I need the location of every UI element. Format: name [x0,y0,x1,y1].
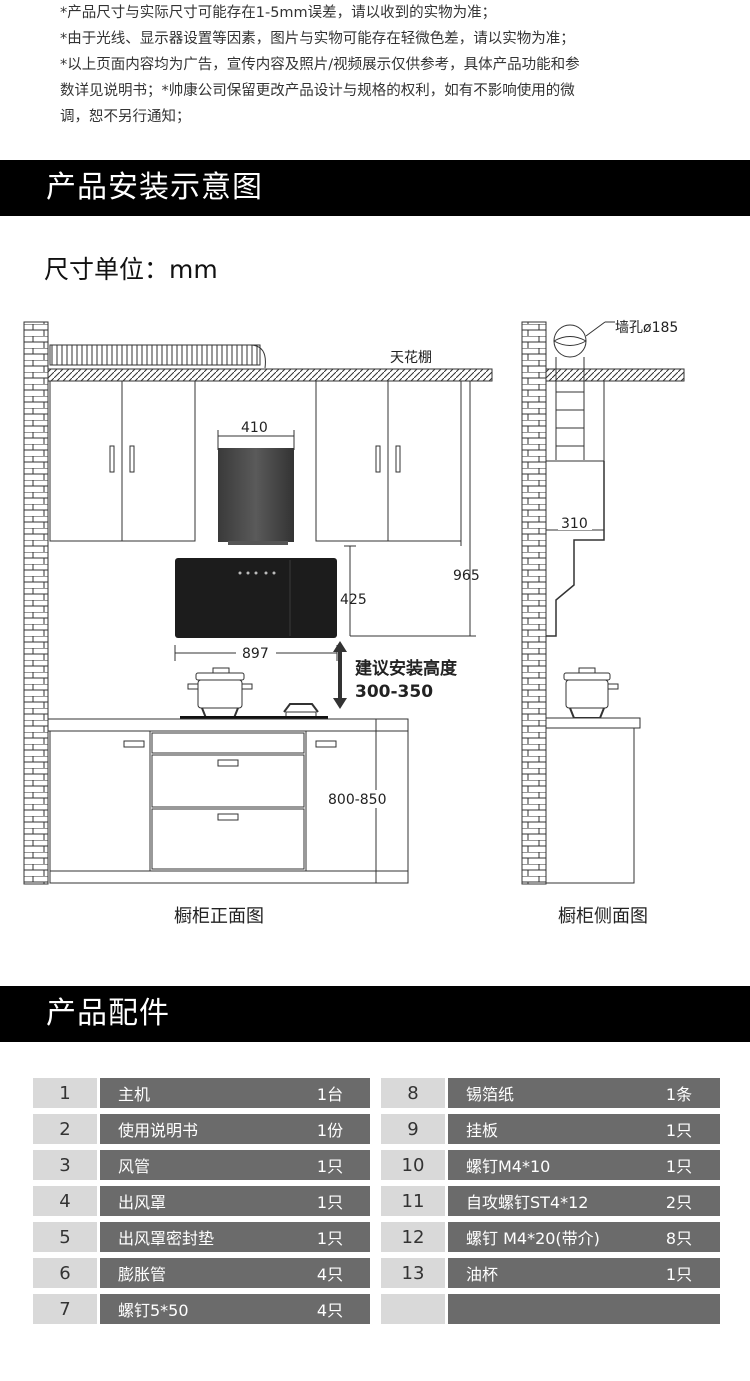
install-height-title: 建议安装高度 [355,658,458,679]
item-name [448,1294,638,1324]
item-quantity: 2只 [638,1186,720,1216]
item-quantity: 4只 [290,1294,370,1324]
front-view-caption: 橱柜正面图 [174,906,264,927]
item-name: 自攻螺钉ST4*12 [448,1186,638,1216]
item-quantity: 1只 [290,1150,370,1180]
dim-label-897: 897 [242,646,269,662]
pot-icon [187,667,253,719]
item-number: 6 [33,1258,97,1288]
item-quantity [638,1294,720,1324]
item-number: 11 [381,1186,445,1216]
side-pot-icon [563,667,619,719]
dim-label-800-850: 800-850 [328,792,387,808]
note-line: *以上页面内容均为广告，宣传内容及照片/视频展示仅供参考，具体产品功能和参 [60,57,580,73]
item-number: 2 [33,1114,97,1144]
side-ceiling [545,368,685,382]
wall-hole [553,324,587,358]
brick-wall [23,321,49,885]
item-quantity: 1只 [290,1222,370,1252]
item-number: 4 [33,1186,97,1216]
installation-diagram: 天花棚 410 965 425 [23,320,685,885]
accessories-section-title: 产品配件 [46,996,170,1031]
item-quantity: 1条 [638,1078,720,1108]
side-view: 墙孔ø185 310 [521,320,685,885]
dim-label-965: 965 [453,568,480,584]
duct [49,344,261,366]
item-number: 13 [381,1258,445,1288]
cooktop [180,716,328,719]
unit-label: 尺寸单位：mm [44,255,218,284]
note-line: *产品尺寸与实际尺寸可能存在1-5mm误差，请以收到的实物为准； [60,5,497,21]
countertop [47,718,409,732]
item-name: 使用说明书 [100,1114,290,1144]
item-name: 出风罩密封垫 [100,1222,290,1252]
item-number: 10 [381,1150,445,1180]
side-view-caption: 橱柜侧面图 [558,906,648,927]
note-line: 调，恕不另行通知； [60,109,191,125]
side-upper-cabinet [545,380,605,462]
front-view: 天花棚 410 965 425 [23,321,493,885]
item-name: 主机 [100,1078,290,1108]
dim-label-310: 310 [561,516,588,532]
item-quantity: 1只 [638,1258,720,1288]
range-hood-body [175,558,337,638]
hood-chimney [218,448,294,542]
item-quantity: 1只 [638,1114,720,1144]
dim-label-425: 425 [340,592,367,608]
accessories-section-header: 产品配件 [0,986,750,1042]
item-quantity: 1只 [290,1186,370,1216]
item-quantity: 4只 [290,1258,370,1288]
item-number: 7 [33,1294,97,1324]
disclaimer-notes: *产品尺寸与实际尺寸可能存在1-5mm误差，请以收到的实物为准； *由于光线、显… [60,0,730,130]
item-number [381,1294,445,1324]
item-name: 风管 [100,1150,290,1180]
side-hood-profile [546,461,605,637]
ceiling [47,368,493,382]
item-name: 出风罩 [100,1186,290,1216]
item-number: 1 [33,1078,97,1108]
side-brick-wall [521,321,547,885]
wall-hole-label: 墙孔ø185 [615,320,678,336]
ceiling-label: 天花棚 [390,350,432,366]
item-name: 油杯 [448,1258,638,1288]
item-number: 9 [381,1114,445,1144]
item-number: 5 [33,1222,97,1252]
note-line: *由于光线、显示器设置等因素，图片与实物可能存在轻微色差，请以实物为准； [60,31,575,47]
install-height-value: 300-350 [355,682,433,702]
item-quantity: 1只 [638,1150,720,1180]
item-number: 12 [381,1222,445,1252]
side-lower-cabinet [545,727,635,884]
burner-icon [283,703,319,718]
install-section-title: 产品安装示意图 [46,170,263,205]
dim-label-410: 410 [241,420,268,436]
item-number: 3 [33,1150,97,1180]
item-quantity: 1份 [290,1114,370,1144]
item-name: 挂板 [448,1114,638,1144]
item-quantity: 8只 [638,1222,720,1252]
item-name: 膨胀管 [100,1258,290,1288]
item-name: 锡箔纸 [448,1078,638,1108]
install-section-header: 产品安装示意图 [0,160,750,216]
item-quantity: 1台 [290,1078,370,1108]
side-countertop [545,717,641,729]
note-line: 数详见说明书；*帅康公司保留更改产品设计与规格的权利，如有不影响使用的微 [60,83,575,99]
item-number: 8 [381,1078,445,1108]
item-name: 螺钉M4*10 [448,1150,638,1180]
item-name: 螺钉 M4*20(带介) [448,1222,638,1252]
item-name: 螺钉5*50 [100,1294,290,1324]
